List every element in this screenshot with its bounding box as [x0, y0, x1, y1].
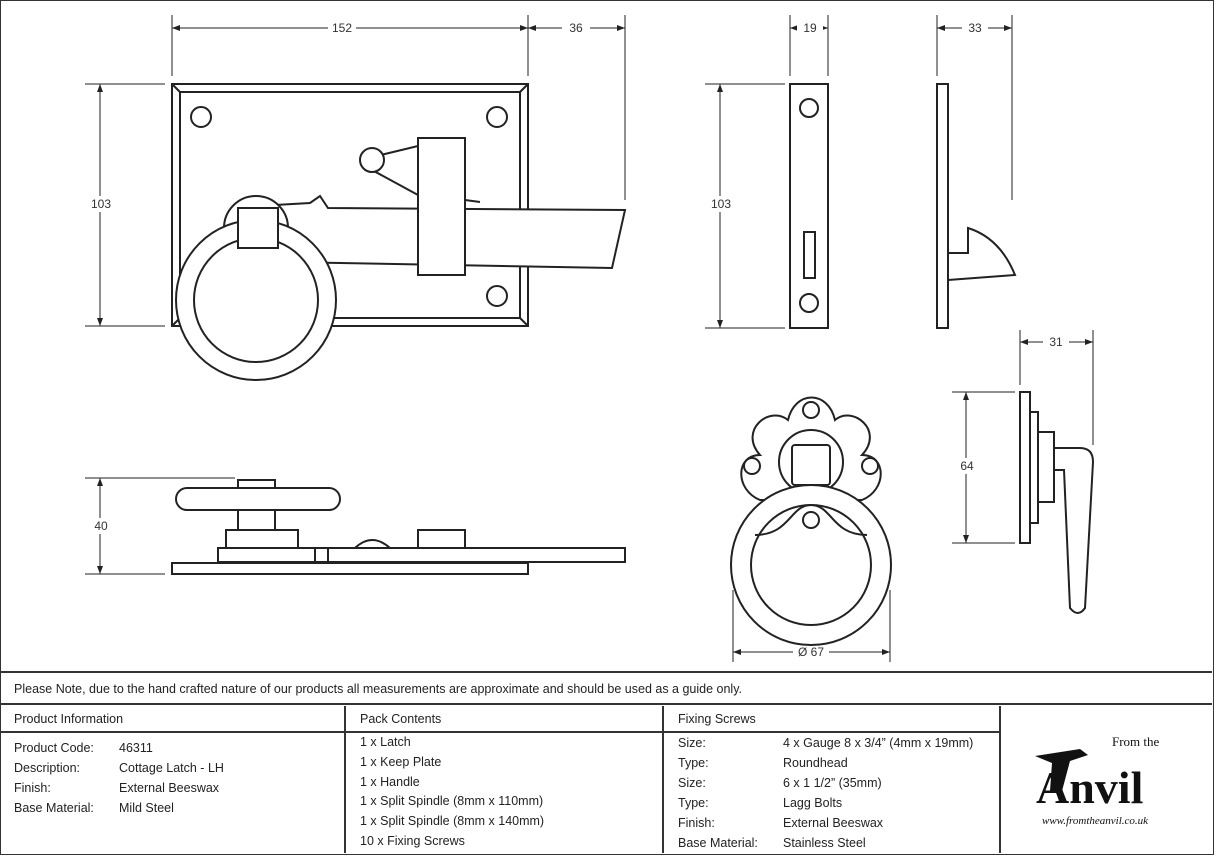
screw-row: Finish: External Beeswax: [664, 813, 999, 833]
pack-item: 1 x Keep Plate: [360, 754, 442, 769]
product-information-panel: Product Information Product Code: 46311 D…: [0, 706, 346, 853]
logo-url: www.fromtheanvil.co.uk: [1042, 815, 1149, 827]
product-info-row: Product Code: 46311: [0, 738, 344, 758]
value: Mild Steel: [119, 801, 174, 815]
value: Cottage Latch - LH: [119, 761, 224, 775]
label: Product Code:: [14, 741, 94, 755]
dim-latch-depth: 40: [94, 519, 108, 533]
dim-latch-width: 152: [332, 21, 352, 35]
keep-plate-side-view: [936, 83, 1017, 329]
label: Finish:: [14, 781, 51, 795]
product-info-row: Base Material: Mild Steel: [0, 798, 344, 818]
anvil-logo-graphic: From the Anvil www.fromtheanvil.co.uk: [1035, 734, 1160, 827]
dim-bar-overhang: 36: [569, 21, 583, 35]
label: Size:: [678, 736, 706, 750]
product-information-title: Product Information: [0, 706, 344, 733]
screw-row: Size: 6 x 1 1/2” (35mm): [664, 773, 999, 793]
label: Description:: [14, 761, 80, 775]
value: 46311: [119, 741, 153, 755]
screw-row: Type: Roundhead: [664, 753, 999, 773]
value: External Beeswax: [119, 781, 220, 795]
screw-row: Base Material: Stainless Steel: [664, 833, 999, 853]
screw-row: Type: Lagg Bolts: [664, 793, 999, 813]
latch-side-view: [171, 479, 626, 575]
logo-big-text: Anvil: [1036, 762, 1143, 813]
label: Type:: [678, 796, 709, 810]
value: 6 x 1 1/2” (35mm): [783, 776, 882, 790]
dim-keep-width: 19: [803, 21, 817, 35]
fixing-screws-title: Fixing Screws: [664, 706, 999, 733]
value: Roundhead: [783, 756, 848, 770]
keep-plate-front-view: [789, 83, 829, 329]
label: Type:: [678, 756, 709, 770]
screw-row: Size: 4 x Gauge 8 x 3/4” (4mm x 19mm): [664, 733, 999, 753]
pack-contents-panel: Pack Contents 1 x Latch 1 x Keep Plate 1…: [346, 706, 664, 853]
value: 4 x Gauge 8 x 3/4” (4mm x 19mm): [783, 736, 974, 750]
label: Base Material:: [14, 801, 94, 815]
ring-handle-side-view: [1019, 391, 1095, 614]
pack-item: 1 x Latch: [360, 735, 411, 749]
label: Size:: [678, 776, 706, 790]
product-info-row: Description: Cottage Latch - LH: [0, 758, 344, 778]
pack-item: 1 x Split Spindle (8mm x 140mm): [360, 814, 545, 829]
pack-item: 10 x Fixing Screws: [360, 833, 465, 848]
ring-handle-front-view: [730, 396, 892, 646]
value: Lagg Bolts: [783, 796, 843, 810]
dim-handle-depth: 31: [1049, 335, 1063, 349]
technical-drawing: 152 36 103 40 19 103 33 31 64 Ø 67: [85, 15, 1095, 662]
dim-handle-height: 64: [960, 459, 974, 473]
pack-contents-title: Pack Contents: [346, 706, 662, 733]
dimension-lines: [85, 15, 1094, 662]
label: Base Material:: [678, 836, 758, 850]
dim-latch-height: 103: [91, 197, 111, 211]
dim-keep-depth: 33: [968, 21, 982, 35]
logo-small-text: From the: [1112, 734, 1160, 749]
latch-front-view: [171, 83, 627, 381]
value: Stainless Steel: [783, 836, 866, 850]
dim-keep-height: 103: [711, 197, 731, 211]
pack-item: 1 x Handle: [360, 774, 420, 789]
dim-ring-diameter: Ø 67: [798, 645, 824, 659]
from-the-anvil-logo: From the Anvil www.fromtheanvil.co.uk: [1000, 706, 1212, 853]
product-info-row: Finish: External Beeswax: [0, 778, 344, 798]
measurement-note: Please Note, due to the hand crafted nat…: [0, 671, 1212, 705]
fixing-screws-panel: Fixing Screws Size: 4 x Gauge 8 x 3/4” (4…: [664, 706, 1001, 853]
pack-item: 1 x Split Spindle (8mm x 110mm): [360, 794, 544, 809]
value: External Beeswax: [783, 816, 884, 830]
label: Finish:: [678, 816, 715, 830]
